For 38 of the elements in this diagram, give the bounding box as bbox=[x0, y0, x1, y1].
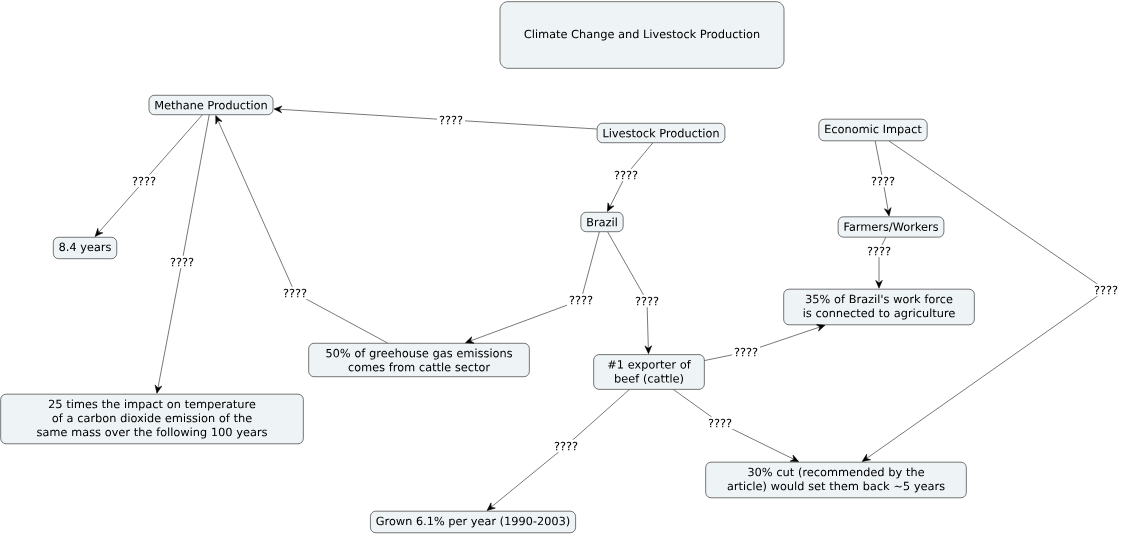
edge-label: ???? bbox=[168, 255, 197, 269]
edge-label: ???? bbox=[1092, 283, 1121, 297]
concept-box: 30% cut (recommended by the article) would set them back ~5 years bbox=[705, 461, 967, 499]
edge-label: ???? bbox=[612, 168, 641, 182]
arrow bbox=[215, 115, 388, 344]
arrow bbox=[673, 389, 799, 462]
title-box: Climate Change and Livestock Production bbox=[499, 1, 785, 69]
concept-box: #1 exporter of beef (cattle) bbox=[593, 354, 705, 390]
concept-box: Methane Production bbox=[148, 95, 274, 115]
concept-box: 25 times the impact on temperature of a carbon dioxide emission of the same mass over the following 100 years bbox=[0, 393, 304, 445]
arrow bbox=[704, 324, 826, 361]
edge-label: ???? bbox=[865, 244, 894, 258]
edge-label: ???? bbox=[869, 174, 898, 188]
arrow bbox=[607, 142, 653, 212]
edge-label: ???? bbox=[437, 113, 466, 127]
arrow bbox=[273, 105, 598, 130]
edge-label: ???? bbox=[281, 286, 310, 300]
concept-box: 8.4 years bbox=[53, 237, 118, 259]
concept-box: 35% of Brazil's work force is connected to agriculture bbox=[783, 288, 975, 326]
arrow bbox=[875, 237, 887, 289]
arrow bbox=[607, 231, 652, 354]
concept-box: 50% of greehouse gas emissions comes from cattle sector bbox=[308, 343, 530, 377]
concept-box: Farmers/Workers bbox=[837, 216, 945, 238]
arrow bbox=[154, 114, 210, 394]
edge-label: ???? bbox=[706, 416, 735, 430]
concept-box: Grown 6.1% per year (1990-2003) bbox=[370, 510, 576, 534]
edge-label: ???? bbox=[552, 439, 581, 453]
concept-box: Brazil bbox=[580, 212, 624, 232]
edge-label: ???? bbox=[732, 345, 761, 359]
concept-box: Livestock Production bbox=[596, 123, 726, 143]
arrow bbox=[94, 114, 203, 237]
edge-label: ???? bbox=[130, 174, 159, 188]
edge-label: ???? bbox=[567, 293, 596, 307]
arrow bbox=[874, 140, 892, 217]
arrow bbox=[486, 389, 630, 511]
concept-box: Economic Impact bbox=[818, 118, 928, 142]
arrow bbox=[465, 231, 600, 344]
edge-label: ???? bbox=[633, 294, 662, 308]
